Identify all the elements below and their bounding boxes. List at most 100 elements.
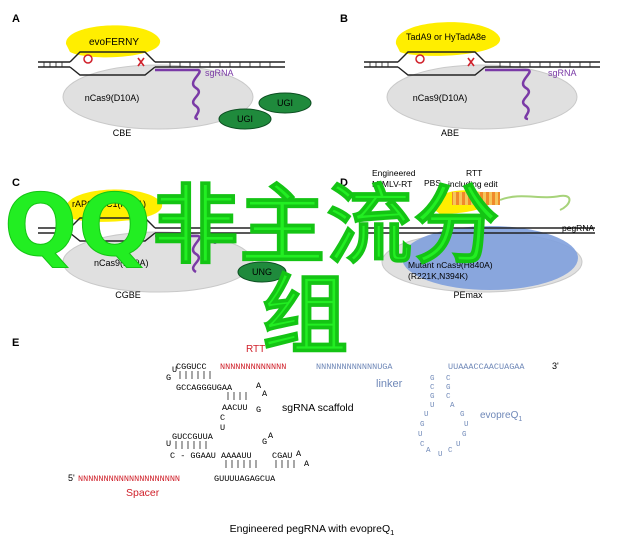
panel-e-spacer-label: Spacer [126, 487, 160, 499]
svg-text:G: G [446, 384, 451, 392]
panel-e-scaffold-label: sgRNA scaffold [282, 402, 354, 414]
panel-c-deaminase-blob [65, 189, 163, 222]
panel-d-rt-name-2: M-MLV-RT [372, 179, 412, 189]
panel-d-title: PEmax [453, 290, 483, 300]
panel-a-enzyme-label: evoFERNY [89, 37, 139, 48]
panel-e-loop-a5: A [304, 459, 310, 469]
panel-c-sgrna-strand [155, 234, 201, 274]
panel-b: B TadA9 or HyTadA8e sgRNA nCas9(D10A) AB… [340, 13, 600, 138]
svg-text:U: U [430, 402, 435, 410]
svg-text:C: C [446, 393, 451, 401]
panel-e-stem-pairs-2 [227, 392, 247, 400]
panel-b-enzyme-label: TadA9 or HyTadA8e [406, 32, 486, 42]
panel-e-stem-b: GUCCGUUA [172, 432, 214, 442]
svg-text:U: U [418, 431, 423, 439]
svg-text:A: A [426, 447, 431, 455]
panel-a-ugi-2 [218, 108, 272, 130]
panel-e-rtt-label: RTT [246, 344, 265, 355]
svg-text:C: C [446, 375, 451, 383]
panel-e-rtt-seq: NNNNNNNNNNNNN [220, 362, 286, 372]
svg-text:C: C [420, 441, 425, 449]
panel-e-stem-pairs-1 [179, 371, 211, 379]
panel-a-cas9-body [62, 64, 254, 130]
panel-e-stem-top: CGGUCC [176, 362, 207, 372]
panel-e-loop-g3: G [262, 437, 267, 447]
panel-d: D Engineered M-MLV-RT PBS RTT including … [340, 168, 595, 300]
panel-c-protein-label: nCas9(D10A) [94, 258, 149, 268]
panel-b-scissors-icon [467, 57, 475, 67]
panel-e-link-c: C [220, 413, 225, 423]
panel-d-protein-label-2: (R221K,N394K) [408, 271, 468, 281]
panel-e-caption: Engineered pegRNA with evopreQ1 [230, 523, 395, 537]
panel-e-stem-pairs-4 [225, 460, 295, 468]
panel-b-sgrna-strand [485, 68, 531, 121]
panel-b-protein-label: nCas9(D10A) [413, 93, 468, 103]
panel-d-pbs-label: PBS [424, 178, 441, 188]
panel-b-letter: B [340, 13, 348, 25]
panel-d-rt-name-1: Engineered [372, 168, 416, 178]
panel-d-rtt-label-2: including edit [448, 179, 498, 189]
panel-b-dna-rungs [369, 62, 591, 67]
panel-e-loop-a3: A [268, 431, 274, 441]
panel-e-stem-c: C - GGAAU AAAAUU [170, 451, 252, 461]
panel-e-five-prime: 5' [68, 473, 75, 483]
panel-a-ugi-1 [258, 92, 312, 114]
panel-d-pegrna-label: pegRNA [562, 223, 594, 233]
panel-c-title: CGBE [115, 290, 141, 300]
svg-text:G: G [462, 431, 467, 439]
svg-text:U: U [438, 451, 443, 459]
panel-b-target-base-icon [415, 54, 425, 64]
panel-e-linker-seq: UUAAACCAACUAGAA [448, 362, 525, 372]
panel-e-stem-a: GCCAGGGUGAA [176, 383, 233, 393]
panel-a-scissors-icon [137, 57, 145, 67]
panel-b-deaminase-blob [395, 22, 501, 56]
panel-e-letter: E [12, 337, 19, 349]
panel-e-loop-a2: A [262, 389, 268, 399]
panel-a-ugi-2-label: UGI [237, 114, 253, 124]
panel-d-rtt-region [452, 192, 500, 205]
panel-c-ung-label: UNG [252, 267, 272, 277]
panel-e-three-prime: 3' [552, 361, 559, 371]
panel-e-link-u: U [220, 423, 225, 433]
svg-text:C: C [448, 447, 453, 455]
svg-text:C: C [430, 384, 435, 392]
panel-a-title: CBE [113, 128, 132, 138]
panel-a-letter: A [12, 13, 20, 25]
panel-d-letter: D [340, 177, 348, 189]
panel-a-sgrna-strand [155, 68, 201, 121]
panel-e-linker-label: linker [376, 378, 403, 390]
panel-d-dna [365, 227, 595, 234]
panel-c-dna [38, 217, 285, 242]
panel-e-loop-u: U [172, 365, 177, 375]
svg-text:G: G [430, 375, 435, 383]
panel-d-pegrna-strand [499, 194, 571, 211]
panel-c-letter: C [12, 177, 20, 189]
svg-text:A: A [450, 402, 455, 410]
panel-a-protein-label: nCas9(D10A) [85, 93, 140, 103]
panel-b-title: ABE [441, 128, 459, 138]
panel-e-loop-a1: A [256, 381, 262, 391]
svg-text:U: U [456, 441, 461, 449]
panel-a-deaminase-blob [65, 25, 161, 58]
panel-e-loop-a: AACUU [222, 403, 248, 413]
panel-c: C rAPOBEC1(R33A) sgRNA nCas9(D10A) UNG C… [12, 177, 287, 300]
svg-text:G: G [430, 393, 435, 401]
panel-a-ugi-1-label: UGI [277, 98, 293, 108]
panel-e-stem-pairs-3 [175, 441, 207, 449]
panel-e-loop-a4: A [296, 449, 302, 459]
panel-e-spacer-seq: NNNNNNNNNNNNNNNNNNNN [78, 474, 180, 484]
panel-e: E RTT PBS CGGUCC NNNNNNNNNNNNN NNNNNNNNN… [12, 337, 559, 537]
panel-e-stem-d: CGAU [272, 451, 292, 461]
panel-b-cas9-body [386, 64, 578, 130]
panel-b-sgrna-label: sgRNA [548, 68, 577, 78]
panel-a-sgrna-label: sgRNA [205, 68, 234, 78]
panel-e-loop-g: G [166, 373, 171, 383]
svg-text:U: U [464, 421, 469, 429]
panel-c-sgrna-label: sgRNA [208, 234, 237, 244]
panel-e-loop-u2: U [166, 439, 171, 449]
panel-d-cas9-blue-body [402, 226, 578, 290]
panel-a: A evoFERNY sgRNA nCas9(D10A) UGI UGI CBE [12, 13, 312, 138]
svg-text:G: G [460, 411, 465, 419]
